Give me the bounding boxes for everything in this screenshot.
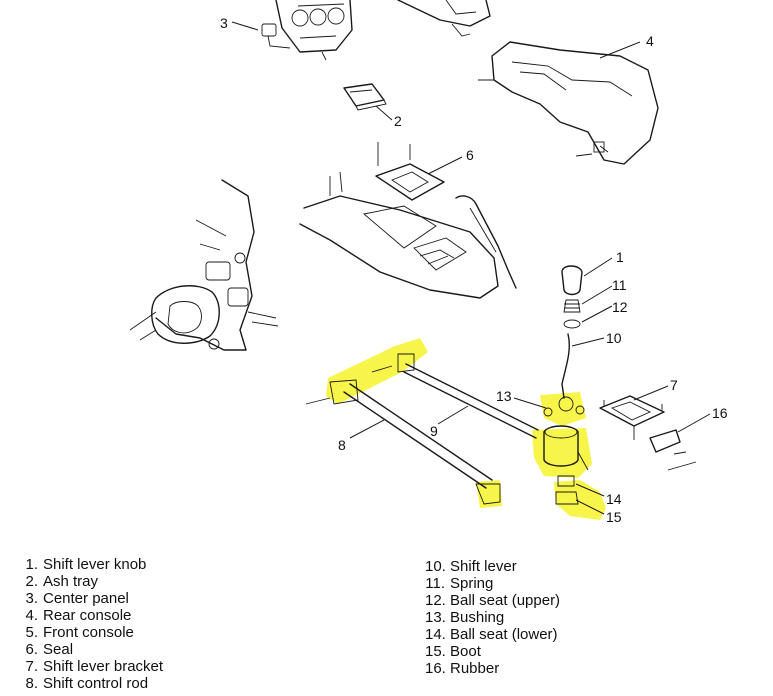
parts-legend-left: 1. Shift lever knob 2. Ash tray 3. Center pan…: [18, 556, 163, 692]
legend-item: 10.Shift lever: [425, 558, 560, 575]
shift-lever-exploded-diagram: 3 4 2 6 1 11 12 10 7 13 16 8 9 14 15: [129, 0, 728, 525]
callout-3: 3: [220, 15, 228, 31]
callout-14: 14: [606, 491, 622, 507]
legend-item: 16.Rubber: [425, 660, 560, 677]
legend-item-label: Ball seat (upper): [450, 592, 561, 609]
legend-item-number: 13.: [425, 609, 446, 626]
highlight-ball-seat-boot: [554, 480, 606, 520]
highlight-marks: [326, 338, 606, 520]
legend-item-number: 7.: [25, 658, 38, 675]
highlight-lever-base: [532, 428, 592, 478]
legend-item: 5. Front console: [18, 624, 163, 641]
legend-item-number: 15.: [425, 643, 446, 660]
ash-tray-drawing: [343, 83, 387, 111]
floor-tunnel-drawing: [299, 142, 517, 299]
callout-2: 2: [394, 113, 402, 129]
legend-item-number: 10.: [425, 558, 446, 575]
legend-item: 14.Ball seat (lower): [425, 626, 560, 643]
legend-item-label: Ash tray: [43, 573, 99, 590]
legend-item: 12.Ball seat (upper): [425, 592, 560, 609]
legend-item-number: 16.: [425, 660, 446, 677]
legend-item-label: Center panel: [43, 590, 129, 607]
callout-15: 15: [606, 509, 622, 525]
legend-item-label: Rubber: [450, 660, 500, 677]
shift-rods-drawing: [305, 353, 539, 505]
legend-item-label: Shift control rod: [43, 675, 149, 692]
legend-item-label: Rear console: [43, 607, 132, 624]
transmission-housing-drawing: [129, 179, 279, 351]
legend-item-number: 1.: [25, 556, 38, 573]
legend-item: 3. Center panel: [18, 590, 163, 607]
legend-item: 6. Seal: [18, 641, 163, 658]
callout-1: 1: [616, 249, 624, 265]
legend-item-number: 6.: [25, 641, 38, 658]
legend-item: 15.Boot: [425, 643, 560, 660]
callout-6: 6: [466, 147, 474, 163]
legend-item-number: 4.: [25, 607, 38, 624]
legend-item-label: Boot: [450, 643, 481, 660]
legend-item: 11. Spring: [425, 575, 560, 592]
callout-12: 12: [612, 299, 628, 315]
legend-item: 8. Shift control rod: [18, 675, 163, 692]
legend-item: 1. Shift lever knob: [18, 556, 163, 573]
callout-9: 9: [430, 423, 438, 439]
legend-item-label: Spring: [450, 575, 494, 592]
callout-labels: 3 4 2 6 1 11 12 10 7 13 16 8 9 14 15: [220, 15, 728, 525]
legend-item-label: Front console: [43, 624, 134, 641]
highlight-rod-end-upper: [326, 338, 428, 404]
legend-item-number: 5.: [25, 624, 38, 641]
highlight-lever-bushing: [540, 392, 586, 426]
callout-10: 10: [606, 330, 622, 346]
callout-13: 13: [496, 388, 512, 404]
callout-4: 4: [646, 33, 654, 49]
legend-item-number: 12.: [425, 592, 446, 609]
legend-item: 13.Bushing: [425, 609, 560, 626]
legend-item-label: Shift lever: [450, 558, 517, 575]
legend-item-number: 11.: [425, 575, 445, 592]
legend-item-number: 8.: [25, 675, 38, 692]
front-console-drawing: [397, 0, 491, 37]
shift-lever-drawing: [543, 265, 589, 505]
legend-item-label: Shift lever knob: [43, 556, 147, 573]
callout-11: 11: [612, 277, 627, 293]
lever-bracket-drawing: [599, 395, 697, 471]
legend-item-label: Seal: [43, 641, 74, 658]
center-panel-drawing: [261, 0, 353, 61]
legend-item: 2. Ash tray: [18, 573, 163, 590]
legend-item-label: Shift lever bracket: [43, 658, 164, 675]
legend-item-number: 2.: [25, 573, 38, 590]
callout-8: 8: [338, 437, 346, 453]
legend-item-number: 14.: [425, 626, 446, 643]
legend-item: 7. Shift lever bracket: [18, 658, 163, 675]
callout-7: 7: [670, 377, 678, 393]
legend-item-label: Ball seat (lower): [450, 626, 558, 643]
legend-item-number: 3.: [25, 590, 38, 607]
callout-16: 16: [712, 405, 728, 421]
legend-item: 4. Rear console: [18, 607, 163, 624]
rear-console-drawing: [478, 41, 659, 165]
leader-lines: [231, 21, 711, 515]
legend-item-label: Bushing: [450, 609, 505, 626]
